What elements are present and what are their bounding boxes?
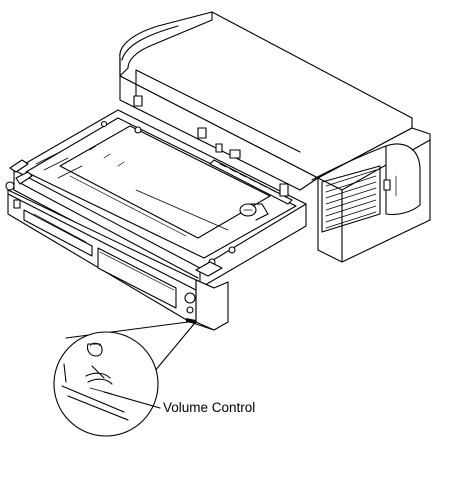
drive-tray	[5, 109, 307, 289]
volume-control-label: Volume Control	[163, 400, 256, 415]
volume-control-callout	[53, 321, 195, 437]
vent-grille	[321, 165, 381, 233]
rear-housing	[119, 11, 431, 263]
front-bezel	[7, 189, 229, 331]
